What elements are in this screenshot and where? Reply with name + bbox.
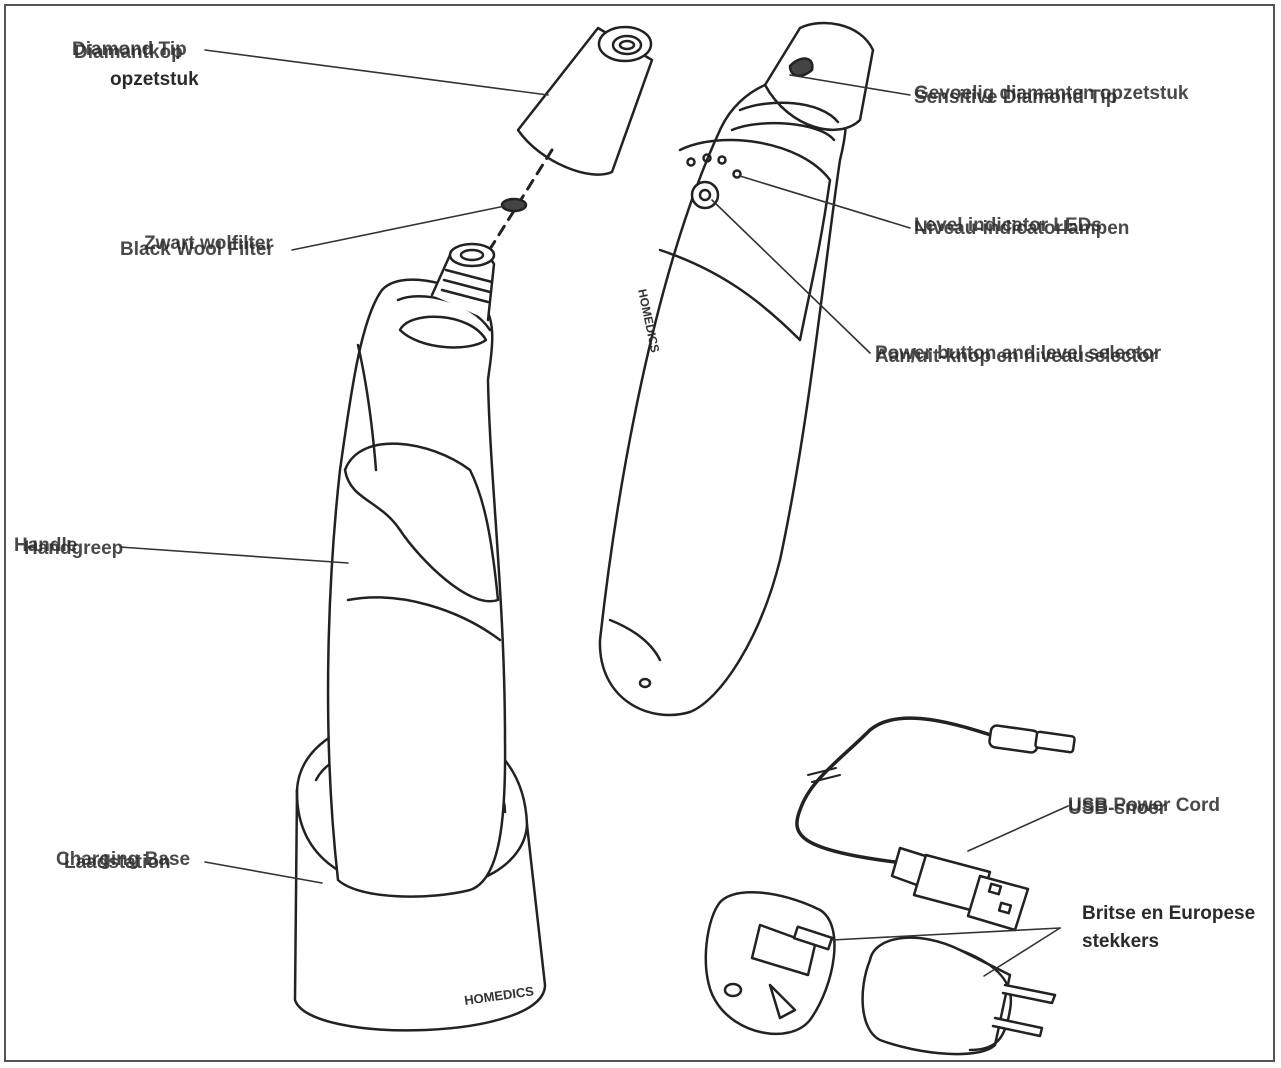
label-level-leds: Level indicator LEDs Niveau-indicatorlam… [914, 214, 1164, 240]
label-handle-nl: Handgreep [24, 538, 124, 559]
label-diamond-tip-en: Diamond Tip [72, 39, 187, 60]
label-filter-en: Black Wool Filter [120, 239, 274, 260]
label-sensitive-tip-nl: Gevoelig diamanten opzetstuk [914, 83, 1189, 104]
label-usb-cord-en: USB Power Cord [1068, 795, 1221, 816]
label-charging-base: Charging Base Laadstation [56, 848, 206, 874]
label-level-leds-nl: Niveau-indicatorlampen [914, 218, 1130, 239]
usb-cord [795, 716, 1076, 932]
label-sensitive-tip: Sensitive Diamond Tip Gevoelig diamanten… [914, 83, 1204, 112]
label-usb-cord: USB Power Cord USB-snoer [1068, 794, 1238, 820]
label-power-button: Power button and level selector Aan/uit-… [875, 342, 1195, 368]
label-diamond-tip: Diamond Tip Diamantkop [72, 38, 207, 64]
label-usb-cord-nl: USB-snoer [1068, 798, 1167, 819]
label-plugs-line1: Britse en Europese [1082, 903, 1256, 924]
eu-plug [861, 936, 1057, 1056]
wool-filter-disc [500, 197, 528, 213]
assembly-guide-line [478, 148, 554, 267]
label-sensitive-tip-en: Sensitive Diamond Tip [914, 87, 1118, 108]
handset-angled: HOMEDICS [598, 21, 875, 717]
label-diamond-tip-line2: opzetstuk [110, 69, 199, 90]
label-filter: Black Wool Filter Zwart wolfilter [120, 233, 290, 264]
label-charging-base-en: Charging Base [56, 849, 191, 870]
label-power-button-nl: Aan/uit-knop en niveauselector [875, 346, 1157, 367]
label-handle-en: Handle [14, 535, 78, 556]
leader-lines [119, 49, 1069, 977]
label-plugs-line2: stekkers [1082, 931, 1160, 952]
handle [326, 242, 507, 898]
label-power-button-en: Power button and level selector [875, 343, 1162, 364]
label-charging-base-nl: Laadstation [64, 852, 171, 873]
label-filter-nl: Zwart wolfilter [144, 233, 273, 254]
label-level-leds-en: Level indicator LEDs [914, 215, 1102, 236]
label-diamond-tip-nl: Diamantkop [74, 42, 183, 63]
uk-plug [704, 891, 836, 1035]
label-handle: Handle Handgreep [14, 534, 124, 560]
diamond-tip-cap [516, 25, 654, 176]
